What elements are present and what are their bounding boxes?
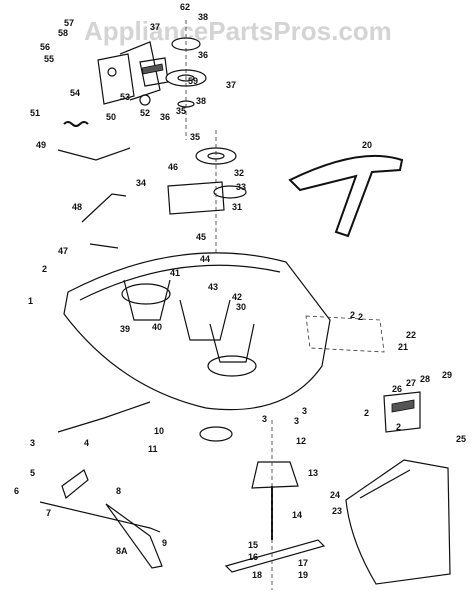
callout-35: 35	[190, 132, 200, 142]
callout-36: 36	[160, 112, 170, 122]
callout-38: 38	[198, 12, 208, 22]
callout-9: 9	[162, 538, 167, 548]
callout-18: 18	[252, 570, 262, 580]
callout-41: 41	[170, 268, 180, 278]
watermark: AppliancePartsPros.com	[84, 16, 392, 46]
callout-19: 19	[298, 570, 308, 580]
callout-15: 15	[248, 540, 258, 550]
callout-30: 30	[236, 302, 246, 312]
callout-17: 17	[298, 558, 308, 568]
callout-54: 54	[70, 88, 80, 98]
callout-5: 5	[30, 468, 35, 478]
callout-38: 38	[196, 96, 206, 106]
callout-2: 2	[350, 310, 355, 320]
callout-7: 7	[46, 508, 51, 518]
callout-36: 36	[198, 50, 208, 60]
callout-22: 22	[406, 330, 416, 340]
callout-21: 21	[398, 342, 408, 352]
callout-14: 14	[292, 510, 302, 520]
callout-26: 26	[392, 384, 402, 394]
callout-1: 1	[28, 296, 33, 306]
mower-deck	[63, 252, 331, 411]
callout-62: 62	[180, 2, 190, 12]
callout-40: 40	[152, 322, 162, 332]
callout-3: 3	[294, 416, 299, 426]
callout-25: 25	[456, 434, 466, 444]
callout-32: 32	[234, 168, 244, 178]
callout-2: 2	[42, 264, 47, 274]
callout-3: 3	[30, 438, 35, 448]
spindle-and-blade	[199, 420, 326, 590]
deflector-and-bracket	[305, 315, 451, 585]
callout-6: 6	[14, 486, 19, 496]
callout-43: 43	[208, 282, 218, 292]
callout-29: 29	[442, 370, 452, 380]
callout-39: 39	[120, 324, 130, 334]
callout-59: 59	[188, 76, 198, 86]
callout-57: 57	[64, 18, 74, 28]
callout-52: 52	[140, 108, 150, 118]
callout-12: 12	[296, 436, 306, 446]
link-rods	[39, 401, 163, 569]
callout-53: 53	[120, 92, 130, 102]
callout-37: 37	[226, 80, 236, 90]
drive-belt	[288, 154, 404, 238]
callout-10: 10	[154, 426, 164, 436]
callout-4: 4	[84, 438, 89, 448]
callout-55: 55	[44, 54, 54, 64]
callout-23: 23	[332, 506, 342, 516]
callout-50: 50	[106, 112, 116, 122]
callout-49: 49	[36, 140, 46, 150]
idler-arm-assembly	[97, 41, 169, 106]
callout-42: 42	[232, 292, 242, 302]
callout-56: 56	[40, 42, 50, 52]
springs-and-rods	[57, 121, 131, 249]
callout-48: 48	[72, 202, 82, 212]
callout-34: 34	[136, 178, 146, 188]
callout-27: 27	[406, 378, 416, 388]
callout-3: 3	[302, 406, 307, 416]
callout-20: 20	[362, 140, 372, 150]
pulley-stack-middle	[167, 130, 247, 260]
callout-33: 33	[236, 182, 246, 192]
callout-35: 35	[176, 106, 186, 116]
callout-51: 51	[30, 108, 40, 118]
callout-8: 8	[116, 486, 121, 496]
callout-13: 13	[308, 468, 318, 478]
callout-37: 37	[150, 22, 160, 32]
callout-24: 24	[330, 490, 340, 500]
callout-47: 47	[58, 246, 68, 256]
callout-11: 11	[148, 444, 158, 454]
callout-58: 58	[58, 28, 68, 38]
callout-3: 3	[262, 414, 267, 424]
callout-31: 31	[232, 202, 242, 212]
callout-2: 2	[396, 422, 401, 432]
callout-16: 16	[248, 552, 258, 562]
callout-2: 2	[358, 312, 363, 322]
callout-46: 46	[168, 162, 178, 172]
callout-44: 44	[200, 254, 210, 264]
callout-45: 45	[196, 232, 206, 242]
pulley-stack-top	[165, 20, 207, 140]
callout-28: 28	[420, 374, 430, 384]
callout-8A: 8A	[116, 546, 128, 556]
callout-2: 2	[364, 408, 369, 418]
